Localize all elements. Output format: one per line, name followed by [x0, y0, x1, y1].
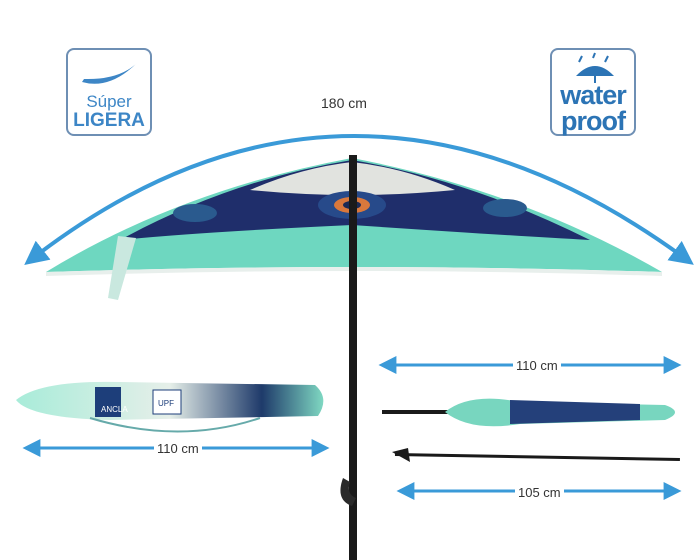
pole-segment	[392, 448, 680, 462]
open-width-label: 180 cm	[318, 95, 370, 111]
closed-umbrella	[382, 398, 675, 427]
closed-length-label: 110 cm	[513, 358, 561, 373]
carry-bag	[16, 381, 324, 433]
light-badge-line2: LIGERA	[73, 110, 145, 131]
light-badge-line1: Súper	[86, 92, 132, 111]
umbrella-pole	[349, 155, 357, 560]
light-badge: Súper LIGERA	[66, 48, 152, 136]
waterproof-badge-line1: water	[560, 80, 627, 110]
umbrella-rain-icon	[576, 52, 614, 83]
bag-upf-text: UPF	[158, 399, 174, 408]
waterproof-badge: water proof	[550, 48, 636, 136]
pole-length-label: 105 cm	[515, 485, 564, 500]
width-arc-arrow	[24, 134, 694, 265]
bag-brand-text: ANCLA	[101, 405, 128, 414]
bag-length-label: 110 cm	[154, 441, 202, 456]
waterproof-badge-line2: proof	[561, 106, 626, 136]
feather-icon	[82, 62, 138, 84]
